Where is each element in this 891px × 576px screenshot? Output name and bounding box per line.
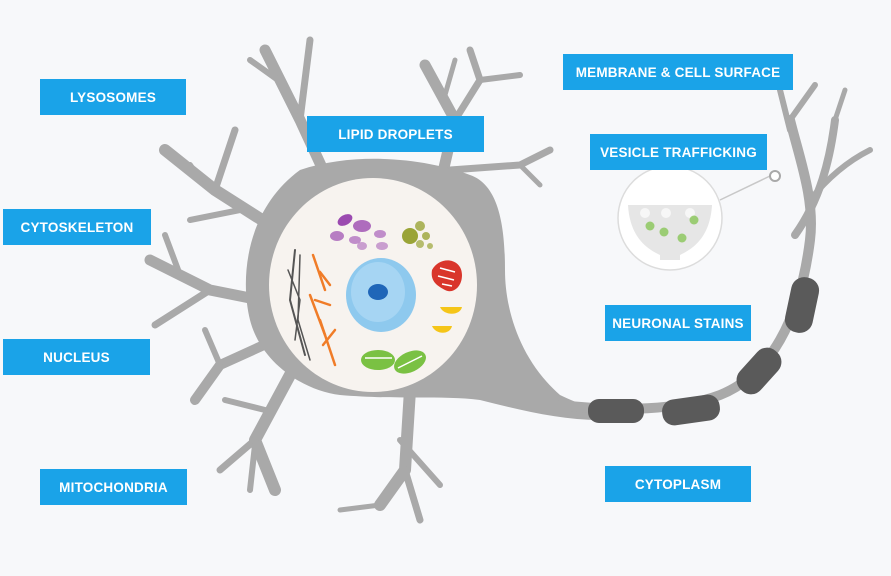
label-mitochondria: MITOCHONDRIA [40,469,187,505]
myelin-sheath [736,347,782,395]
label-membrane-cell-surface: MEMBRANE & CELL SURFACE [563,54,793,90]
label-vesicle-trafficking: VESICLE TRAFFICKING [590,134,767,170]
cytoskeleton-filaments [287,249,337,367]
lipid-droplet-organelles [402,221,433,249]
label-nucleus: NUCLEUS [3,339,150,375]
lysosomes-organelles [330,214,388,250]
label-cytoplasm: CYTOPLASM [605,466,751,502]
label-neuronal-stains: NEURONAL STAINS [605,305,751,341]
myelin-sheath [784,277,820,333]
label-cytoskeleton: CYTOSKELETON [3,209,151,245]
golgi-organelle [431,260,462,292]
axon [555,82,873,414]
dendrites [144,36,554,524]
vesicle-callout [617,165,781,271]
myelin-sheath [588,399,644,423]
vesicles [432,307,462,333]
nucleus-organelle [346,258,416,332]
myelin-sheaths [588,277,820,426]
label-lysosomes: LYSOSOMES [40,79,186,115]
label-lipid-droplets: LIPID DROPLETS [307,116,484,152]
myelin-sheath [662,394,720,426]
mitochondria-organelles [361,350,426,374]
